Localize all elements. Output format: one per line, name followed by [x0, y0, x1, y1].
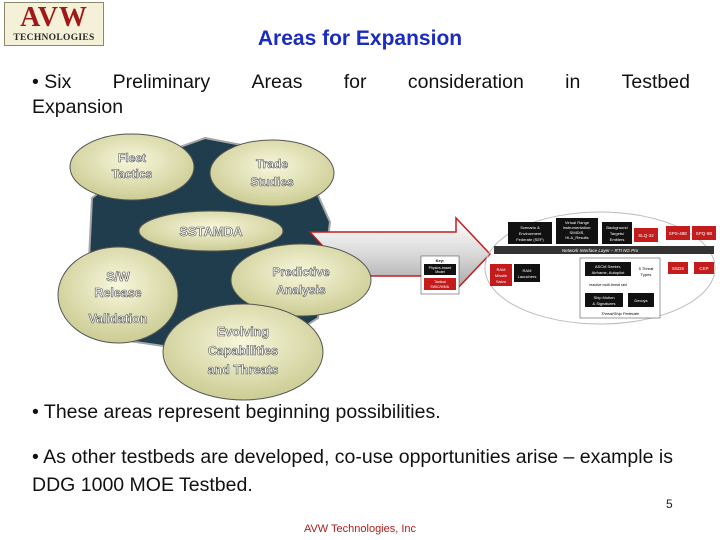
svg-text:Validation: Validation	[88, 312, 147, 326]
svg-text:Ship Motion: Ship Motion	[593, 295, 614, 300]
oval-fleet-tactics: Fleet Tactics	[69, 133, 195, 201]
bullet-word: Preliminary	[112, 71, 211, 93]
logo-subtext: TECHNOLOGIES	[13, 33, 95, 43]
testbed-architecture: Scenario & Environment Federate (SEF) Vi…	[420, 211, 716, 325]
logo-text: AVW	[20, 2, 88, 33]
svg-text:S/W: S/W	[106, 270, 130, 284]
svg-text:Network Interface Layer – RTI: Network Interface Layer – RTI NG Pro	[562, 248, 639, 253]
svg-text:Missile: Missile	[495, 273, 508, 278]
svg-text:ASCM Seeker,: ASCM Seeker,	[595, 264, 621, 269]
svg-text:Model: Model	[435, 270, 445, 274]
oval-predictive-analysis: Predictive Analysis	[230, 243, 372, 317]
svg-text:Release: Release	[94, 286, 141, 300]
svg-text:Airframe, Autopilot: Airframe, Autopilot	[592, 270, 626, 275]
company-logo: AVW TECHNOLOGIES	[4, 2, 104, 46]
svg-text:Tactics: Tactics	[112, 167, 153, 181]
svg-text:CEP: CEP	[699, 266, 708, 271]
svg-text:Threat/Ship Federate: Threat/Ship Federate	[601, 311, 640, 316]
svg-text:Predictive: Predictive	[272, 265, 330, 279]
svg-text:Evolving: Evolving	[217, 325, 269, 339]
svg-text:Capabilities: Capabilities	[208, 344, 278, 358]
bullet-six-areas: • Six Preliminary Areas for consideratio…	[32, 70, 690, 120]
svg-text:Analysis: Analysis	[276, 283, 326, 297]
svg-text:HLA_Results: HLA_Results	[565, 235, 588, 240]
bullet-word: in	[565, 71, 581, 93]
oval-sstamda: SSTAMDA	[138, 210, 284, 252]
svg-text:SSTAMDA: SSTAMDA	[179, 224, 243, 239]
page-number: 5	[666, 497, 673, 511]
svg-text:SPS-48E: SPS-48E	[669, 231, 688, 236]
svg-text:Salvo: Salvo	[496, 279, 507, 284]
svg-text:Virtual Range: Virtual Range	[565, 220, 590, 225]
svg-text:RAM: RAM	[497, 267, 506, 272]
svg-text:reactive multi-threat raid: reactive multi-threat raid	[589, 283, 627, 287]
bullet-line-2: Expansion	[32, 96, 124, 118]
svg-text:Emitters: Emitters	[610, 237, 625, 242]
oval-sw-release-validation: S/W Release Validation	[57, 246, 179, 344]
svg-text:Physics-based: Physics-based	[429, 266, 452, 270]
svg-text:Background: Background	[606, 225, 627, 230]
svg-text:& Signatures: & Signatures	[593, 301, 616, 306]
svg-text:Trade: Trade	[256, 157, 288, 171]
svg-text:Tactical: Tactical	[434, 280, 446, 284]
bullet-line-1: • Six Preliminary Areas for consideratio…	[32, 70, 690, 95]
bullet-word: consideration	[407, 71, 524, 93]
oval-evolving-capabilities: Evolving Capabilities and Threats	[162, 303, 324, 401]
svg-text:RAM: RAM	[523, 268, 532, 273]
svg-text:5 Threat: 5 Threat	[639, 266, 655, 271]
bullet-word: Testbed	[621, 71, 690, 93]
svg-text:SPQ-9B: SPQ-9B	[696, 231, 713, 236]
svg-text:Federate (SEF): Federate (SEF)	[516, 237, 544, 242]
svg-text:Instrumentation:: Instrumentation:	[563, 225, 592, 230]
svg-text:Targets/: Targets/	[610, 231, 625, 236]
svg-text:SWIC/WMIL: SWIC/WMIL	[430, 285, 449, 289]
bullet-beginning-possibilities: • These areas represent beginning possib…	[32, 401, 441, 423]
svg-text:Fleet: Fleet	[118, 151, 146, 165]
svg-text:Environment: Environment	[519, 231, 542, 236]
svg-text:and Threats: and Threats	[208, 363, 279, 377]
bullet-word: Areas	[251, 71, 303, 93]
svg-text:Types: Types	[641, 272, 652, 277]
oval-trade-studies: Trade Studies	[209, 139, 335, 207]
svg-text:Scenario &: Scenario &	[520, 225, 540, 230]
bullet-co-use-opportunities: • As other testbeds are developed, co-us…	[32, 446, 673, 496]
footer-company: AVW Technologies, Inc	[303, 523, 417, 535]
slide-title: Areas for Expansion	[257, 27, 463, 50]
svg-text:SIMDIS,: SIMDIS,	[570, 230, 585, 235]
svg-text:Key:: Key:	[436, 258, 445, 263]
svg-text:SSDS: SSDS	[672, 266, 684, 271]
svg-text:Launchers: Launchers	[518, 274, 537, 279]
bullet-word: for	[343, 71, 367, 93]
svg-text:SLQ-32: SLQ-32	[638, 233, 654, 238]
bullet-word: • Six	[32, 71, 72, 93]
svg-text:Decoys: Decoys	[634, 298, 647, 303]
svg-text:Studies: Studies	[250, 175, 294, 189]
